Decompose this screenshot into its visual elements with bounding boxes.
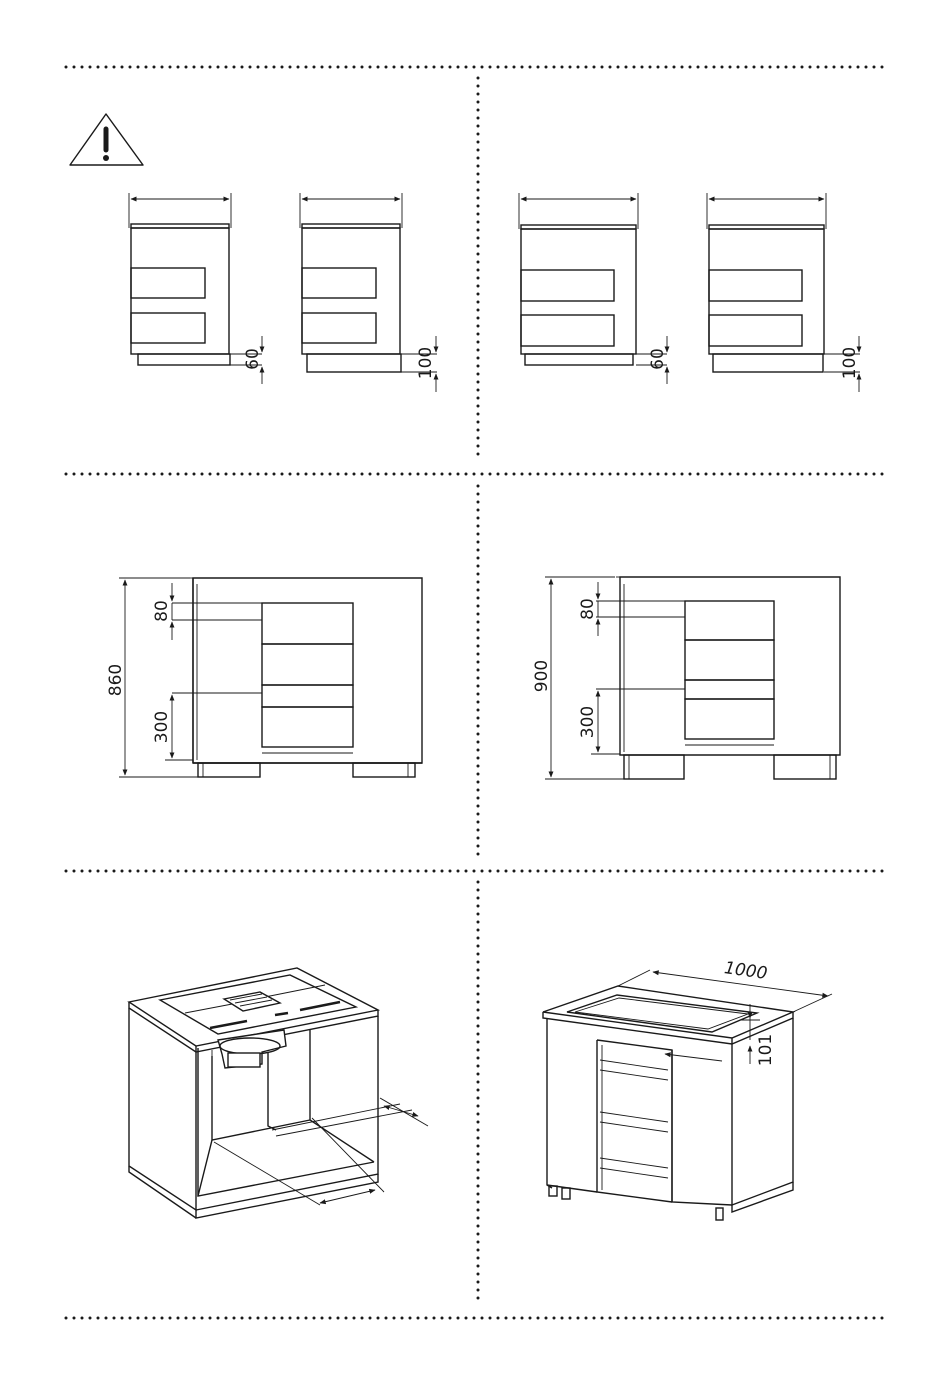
dim-cutout-depth-101: 101 [756,1034,776,1066]
dim-plinth-100-d: 100 [840,347,860,379]
dim-lower-gap-300-right: 300 [578,706,598,738]
dim-height-900: 900 [532,660,552,692]
dim-plinth-60-c: 60 [648,348,668,370]
side-section-860: 860 80 300 [106,578,422,777]
dim-top-gap-80-right: 80 [578,598,598,620]
section-dividers [66,67,885,1318]
warning-icon [70,114,143,165]
dim-top-gap-80-left: 80 [152,600,172,622]
cabinet-front-c: 60 [519,193,668,384]
isometric-cabinet-hob [129,968,428,1218]
isometric-cabinet-cutout: 1000 101 [543,958,832,1220]
dim-worktop-width-1000: 1000 [723,958,769,984]
side-section-900: 900 80 300 [532,577,840,779]
dim-plinth-100-b: 100 [416,347,436,379]
dim-plinth-60-a: 60 [243,348,263,370]
cabinet-front-d: 100 [707,193,860,392]
cabinet-front-a: 60 [129,193,263,384]
dim-height-860: 860 [106,664,126,696]
cabinet-front-b: 100 [300,193,437,392]
dim-lower-gap-300-left: 300 [152,711,172,743]
